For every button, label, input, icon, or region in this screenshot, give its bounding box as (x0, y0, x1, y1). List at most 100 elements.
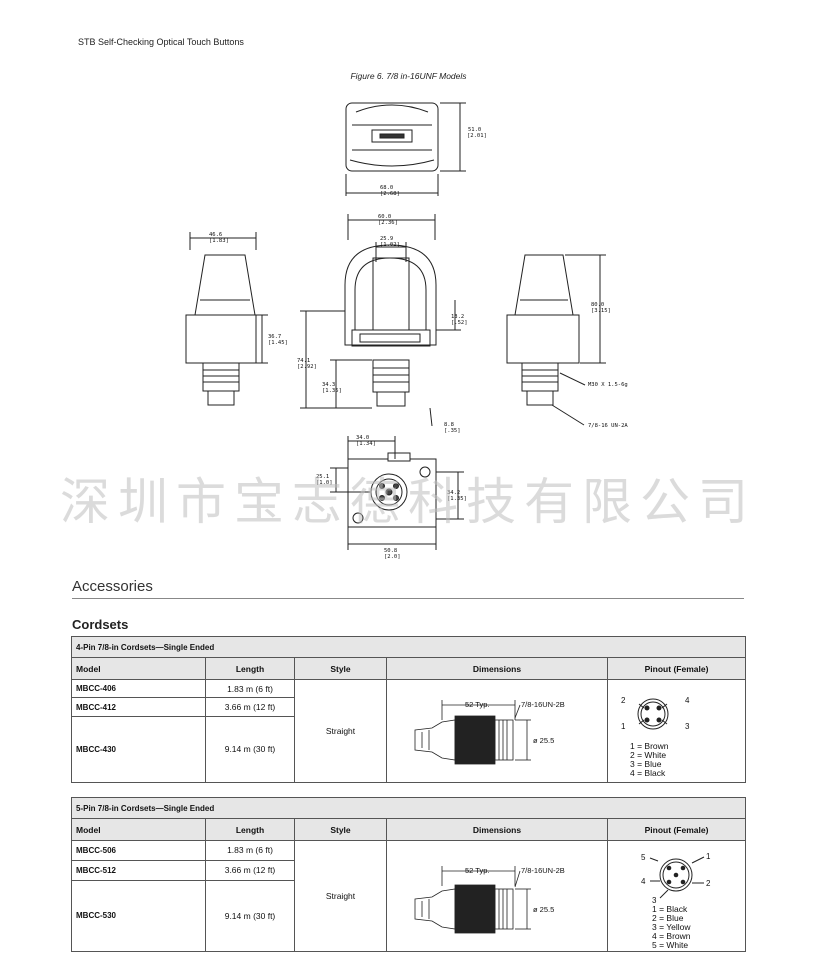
pin-label: 5 (641, 853, 646, 862)
bottom-view (347, 452, 437, 528)
cordset-dimension-drawing: 52 Typ. 7/8-16UN-2B ø 25.5 (414, 700, 565, 765)
pinout-diagram-4pin: 1 2 3 4 (621, 696, 690, 731)
legend-item: 1 = Brown (630, 741, 669, 751)
model-cell: MBCC-530 (71, 879, 206, 953)
table-row: MBCC-412 3.66 m (12 ft) (71, 697, 746, 717)
pin-label: 3 (685, 722, 690, 731)
dim-bottom-left: 25.1 (316, 474, 329, 480)
dim-diameter: ø 25.5 (533, 905, 554, 914)
dim-front-gap: 13.2 (451, 314, 464, 320)
svg-text:34.0[1.34]: 34.0[1.34] (356, 435, 376, 447)
pinout-legend: 1 = Black 2 = Blue 3 = Yellow 4 = Brown … (608, 905, 745, 950)
dim-top-height-label: 51.0[2.01] (467, 127, 487, 139)
dim-front-total: 74.1 (297, 358, 310, 364)
legend-item: 3 = Yellow (652, 922, 691, 932)
table-caption: 5-Pin 7/8-in Cordsets—Single Ended (70, 797, 747, 819)
pin-label: 4 (685, 696, 690, 705)
table-row: MBCC-406 1.83 m (6 ft) Straight (71, 678, 747, 783)
dim-front-outer-inch: [2.36] (378, 220, 398, 226)
svg-text:25.9[1.02]: 25.9[1.02] (380, 236, 400, 248)
length-cell: 1.83 m (6 ft) (205, 840, 295, 861)
pin-label: 4 (641, 877, 646, 886)
legend-item: 1 = Black (652, 904, 688, 914)
col-pinout: Pinout (Female) (606, 818, 747, 841)
dim-bottom-top-inch: [1.34] (356, 441, 376, 447)
pin-label: 3 (652, 896, 657, 905)
figure-caption: Figure 6. 7/8 in-16UNF Models (350, 71, 467, 81)
length-cell: 1.83 m (6 ft) (205, 678, 295, 699)
top-view-outline (345, 102, 439, 172)
svg-text:M30 X 1.5-6g: M30 X 1.5-6g (588, 382, 628, 388)
svg-text:80.0[3.15]: 80.0[3.15] (591, 302, 611, 314)
model-cell: MBCC-406 (71, 678, 206, 699)
dim-front-total-inch: [2.92] (297, 364, 317, 370)
legend-item: 2 = Blue (652, 913, 684, 923)
dim-front-thread: 8.8 (444, 422, 454, 428)
col-pinout: Pinout (Female) (606, 657, 747, 680)
pin-label: 2 (706, 879, 711, 888)
dim-typ: 52 Typ. (465, 866, 489, 875)
dim-front-lower-inch: [1.35] (322, 388, 342, 394)
col-style: Style (294, 818, 387, 841)
page-header: STB Self-Checking Optical Touch Buttons (78, 37, 244, 47)
col-length: Length (205, 657, 295, 680)
dim-front-outer: 60.0 (378, 214, 391, 220)
dim-front-gap-inch: [.52] (451, 320, 468, 326)
col-model: Model (71, 818, 206, 841)
length-cell: 9.14 m (30 ft) (205, 715, 295, 784)
dim-bottom-right-inch: [1.35] (447, 496, 467, 502)
table-row: MBCC-430 9.14 m (30 ft) (71, 715, 746, 784)
svg-text:25.1[1.0]: 25.1[1.0] (316, 474, 333, 486)
col-length: Length (205, 818, 295, 841)
svg-text:50.8[2.0]: 50.8[2.0] (384, 548, 401, 560)
dim-left-height-inch: [1.45] (268, 340, 288, 346)
dim-bottom-bottom-inch: [2.0] (384, 554, 401, 560)
front-view (344, 244, 437, 407)
cordset-table-5pin: 5-Pin 7/8-in Cordsets—Single Ended Model… (70, 797, 747, 953)
dimensions-cell: 52 Typ. 7/8-16UN-2B ø 25.5 (386, 840, 608, 952)
svg-text:36.7[1.45]: 36.7[1.45] (268, 334, 288, 346)
dim-front-lower: 34.3 (322, 382, 335, 388)
dim-front-inner-inch: [1.02] (380, 242, 400, 248)
technical-drawing: 51.0[2.01] 68.0[2.68] 46.6[1.83] 36.7[1.… (185, 102, 628, 560)
svg-text:74.1[2.92]: 74.1[2.92] (297, 358, 317, 370)
style-cell: Straight (294, 840, 387, 952)
legend-item: 4 = Black (630, 768, 666, 778)
legend-item: 5 = White (652, 940, 689, 950)
svg-text:60.0[2.36]: 60.0[2.36] (378, 214, 398, 226)
col-dimensions: Dimensions (386, 818, 608, 841)
legend-item: 4 = Brown (652, 931, 691, 941)
pin-label: 2 (621, 696, 626, 705)
right-side-view (506, 254, 580, 406)
svg-text:46.6[1.83]: 46.6[1.83] (209, 232, 229, 244)
dim-front-inner: 25.9 (380, 236, 393, 242)
length-cell: 3.66 m (12 ft) (205, 697, 295, 717)
pin-label: 1 (621, 722, 626, 731)
dim-top-height: 51.0 (468, 127, 481, 133)
style-cell: Straight (294, 679, 387, 783)
col-model: Model (71, 657, 206, 680)
dim-top-width: 68.0 (380, 185, 393, 191)
pinout-cell: 1 2 3 4 5 1 = Black 2 = Blue 3 = Yellow … (606, 840, 747, 952)
model-cell: MBCC-430 (71, 715, 206, 784)
dim-bottom-top: 34.0 (356, 435, 369, 441)
dim-typ: 52 Typ. (465, 700, 489, 709)
svg-text:34.3[1.35]: 34.3[1.35] (322, 382, 342, 394)
left-side-view (185, 254, 257, 406)
table-caption: 4-Pin 7/8-in Cordsets—Single Ended (70, 636, 747, 658)
length-cell: 3.66 m (12 ft) (205, 859, 295, 881)
dimensions-cell: 52 Typ. 7/8-16UN-2B ø 25.5 (386, 679, 608, 783)
svg-text:8.8[.35]: 8.8[.35] (444, 422, 461, 434)
cordset-dimension-drawing: 52 Typ. 7/8-16UN-2B ø 25.5 (414, 866, 565, 934)
legend-item: 3 = Blue (630, 759, 662, 769)
pinout-diagram-5pin: 1 2 3 4 5 (641, 852, 711, 905)
dim-left-height: 36.7 (268, 334, 281, 340)
pin-label: 1 (706, 852, 711, 861)
table-row: MBCC-530 9.14 m (30 ft) (71, 879, 746, 953)
dim-thread: 7/8-16UN-2B (521, 866, 565, 875)
pinout-cell: 1 2 3 4 1 = Brown 2 = White 3 = Blue 4 =… (606, 679, 747, 783)
accessories-title: Accessories (72, 578, 153, 595)
dim-top-width-label: 68.0[2.68] (380, 185, 400, 197)
table-row: MBCC-506 1.83 m (6 ft) Straight (71, 840, 747, 952)
dim-right-height: 80.0 (591, 302, 604, 308)
